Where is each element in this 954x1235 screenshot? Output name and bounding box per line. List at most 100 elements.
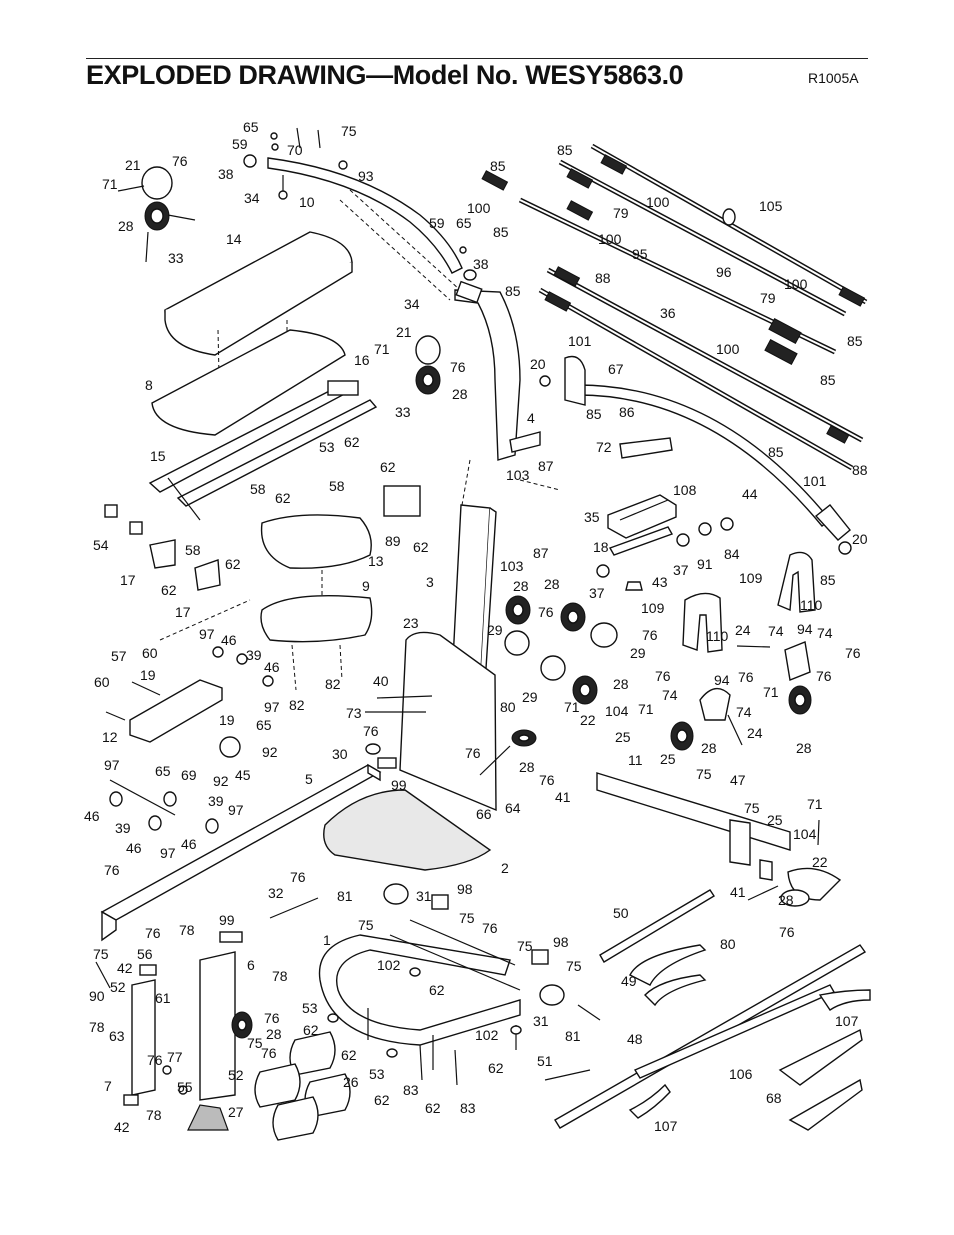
part-callout: 12 — [102, 729, 118, 745]
part-callout: 24 — [735, 622, 751, 638]
part-callout: 46 — [221, 632, 237, 648]
part-callout: 87 — [538, 458, 554, 474]
part-callout: 41 — [730, 884, 746, 900]
part-callout: 71 — [807, 796, 823, 812]
part-callout: 76 — [816, 668, 832, 684]
part-callout: 88 — [852, 462, 868, 478]
part-callout: 62 — [374, 1092, 390, 1108]
part-callout: 3 — [426, 574, 434, 590]
part-callout: 104 — [793, 826, 817, 842]
part-callout: 76 — [264, 1010, 280, 1026]
part-callout: 45 — [235, 767, 251, 783]
part-callout: 76 — [145, 925, 161, 941]
part-callout: 28 — [452, 386, 468, 402]
part-callout: 34 — [404, 296, 420, 312]
part-callout: 10 — [299, 194, 315, 210]
part-callout: 76 — [738, 669, 754, 685]
center-pulleys — [415, 335, 618, 747]
part-callout: 102 — [475, 1027, 499, 1043]
part-callout: 107 — [835, 1013, 859, 1029]
part-callout: 46 — [126, 840, 142, 856]
part-callout: 70 — [287, 142, 303, 158]
part-callout: 58 — [250, 481, 266, 497]
part-callout: 103 — [500, 558, 524, 574]
part-callout: 76 — [290, 869, 306, 885]
part-callout: 62 — [425, 1100, 441, 1116]
part-callout: 75 — [358, 917, 374, 933]
part-callout: 42 — [117, 960, 133, 976]
part-callout: 39 — [246, 647, 262, 663]
top-left-pulley-assembly — [117, 154, 288, 263]
upright-arm — [267, 127, 477, 301]
part-callout: 65 — [243, 119, 259, 135]
part-callout: 81 — [337, 888, 353, 904]
page-title: EXPLODED DRAWING—Model No. WESY5863.0 — [86, 60, 684, 90]
part-callout: 28 — [701, 740, 717, 756]
part-callout: 16 — [354, 352, 370, 368]
part-callout: 71 — [638, 701, 654, 717]
bar-set — [481, 143, 868, 471]
part-callout: 55 — [177, 1079, 193, 1095]
part-callout: 23 — [403, 615, 419, 631]
part-callout: 79 — [613, 205, 629, 221]
part-callout: 52 — [110, 979, 126, 995]
part-callout: 76 — [642, 627, 658, 643]
rear-base — [596, 772, 842, 907]
part-callout: 58 — [185, 542, 201, 558]
part-callout: 38 — [473, 256, 489, 272]
part-callout: 93 — [358, 168, 374, 184]
part-callout: 71 — [374, 341, 390, 357]
part-callout: 21 — [396, 324, 412, 340]
part-callout: 6 — [247, 957, 255, 973]
part-callout: 89 — [385, 533, 401, 549]
part-callout: 47 — [730, 772, 746, 788]
part-callout: 76 — [655, 668, 671, 684]
part-callout: 98 — [457, 881, 473, 897]
part-callout: 62 — [161, 582, 177, 598]
part-callout: 92 — [213, 773, 229, 789]
part-callout: 53 — [302, 1000, 318, 1016]
part-callout: 26 — [343, 1074, 359, 1090]
part-callout: 48 — [627, 1031, 643, 1047]
part-callout: 39 — [208, 793, 224, 809]
part-callout: 62 — [429, 982, 445, 998]
part-callout: 85 — [820, 372, 836, 388]
part-callout: 85 — [820, 572, 836, 588]
part-callout: 28 — [519, 759, 535, 775]
part-callout: 62 — [341, 1047, 357, 1063]
part-callout: 85 — [768, 444, 784, 460]
part-callout: 17 — [120, 572, 136, 588]
part-callout: 62 — [488, 1060, 504, 1076]
part-callout: 53 — [369, 1066, 385, 1082]
part-callout: 56 — [137, 946, 153, 962]
part-callout: 100 — [646, 194, 670, 210]
leg-developer — [105, 599, 274, 834]
part-callout: 17 — [175, 604, 191, 620]
part-callout: 46 — [181, 836, 197, 852]
part-callout: 76 — [482, 920, 498, 936]
part-callout: 61 — [155, 990, 171, 1006]
part-callout: 28 — [613, 676, 629, 692]
part-callout: 29 — [522, 689, 538, 705]
part-callout: 69 — [181, 767, 197, 783]
part-callout: 60 — [142, 645, 158, 661]
part-callout: 102 — [377, 957, 401, 973]
part-callout: 2 — [501, 860, 509, 876]
part-callout: 4 — [527, 410, 535, 426]
part-callout: 76 — [539, 772, 555, 788]
part-callout: 19 — [219, 712, 235, 728]
part-callout: 100 — [467, 200, 491, 216]
part-callout: 82 — [325, 676, 341, 692]
part-callout: 78 — [89, 1019, 105, 1035]
part-callout: 75 — [459, 910, 475, 926]
part-callout: 66 — [476, 806, 492, 822]
part-callout: 7 — [104, 1078, 112, 1094]
part-callout: 109 — [641, 600, 665, 616]
part-callout: 101 — [803, 473, 827, 489]
part-callout: 22 — [812, 854, 828, 870]
part-callout: 65 — [155, 763, 171, 779]
foot-plate — [323, 789, 492, 871]
part-callout: 63 — [109, 1028, 125, 1044]
part-callout: 32 — [268, 885, 284, 901]
part-callout: 100 — [598, 231, 622, 247]
